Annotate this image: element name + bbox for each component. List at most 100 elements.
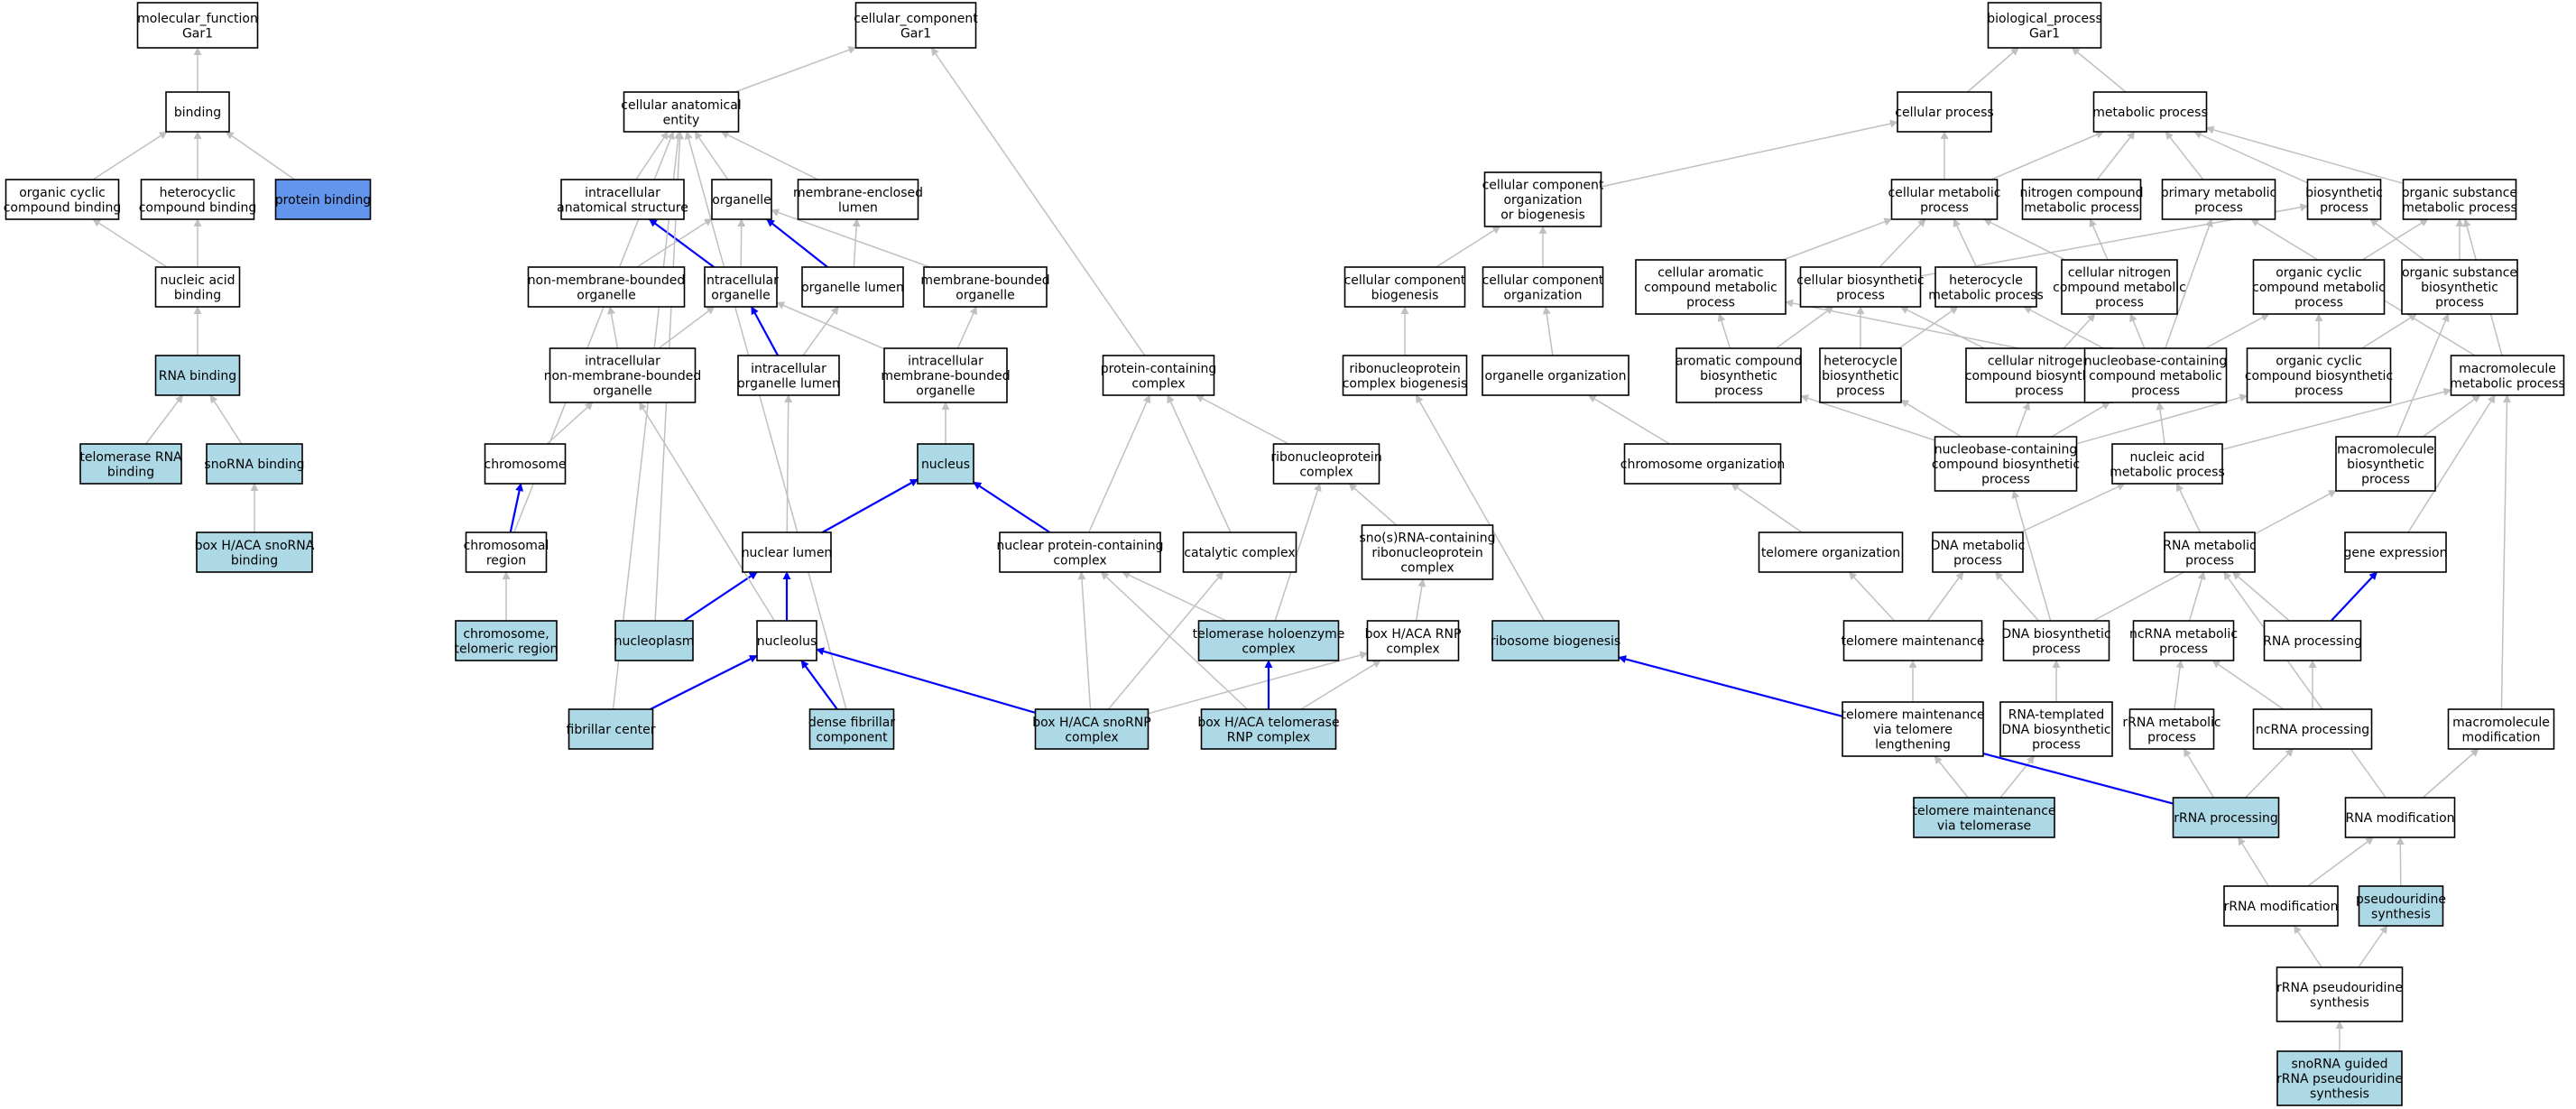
- node-orgorg[interactable]: organelle organization: [1482, 355, 1630, 396]
- node-label: metabolic process: [1928, 288, 2044, 302]
- node-rnaproc[interactable]: RNA processing: [2263, 620, 2362, 661]
- node-box: [737, 355, 840, 396]
- edge-nbmet-to-hetmet: [2023, 306, 2104, 349]
- node-rrnaproc[interactable]: rRNA processing: [2172, 797, 2280, 838]
- node-snornp[interactable]: sno(s)RNA-containingribonucleoproteincom…: [1359, 524, 1496, 580]
- node-binding[interactable]: binding: [165, 91, 230, 133]
- edge-macrobio-to-osubbio: [2396, 313, 2450, 438]
- node-prot_bind[interactable]: protein binding: [274, 179, 372, 220]
- node-label: organic cyclic: [19, 186, 106, 200]
- node-snorna_bind[interactable]: snoRNA binding: [204, 443, 305, 485]
- node-nucleolus[interactable]: nucleolus: [756, 620, 817, 661]
- node-rna_bind[interactable]: RNA binding: [154, 355, 241, 396]
- node-rrnamod[interactable]: rRNA modification: [2223, 885, 2339, 927]
- node-box: [1343, 266, 1466, 308]
- node-telorg[interactable]: telomere organization: [1758, 531, 1904, 573]
- node-organelle[interactable]: organelle: [711, 179, 772, 220]
- node-chromosome[interactable]: chromosome: [485, 443, 567, 485]
- node-nucleus[interactable]: nucleus: [917, 443, 974, 485]
- node-chromtel[interactable]: chromosome,telomeric region: [455, 620, 559, 661]
- node-cellproc[interactable]: cellular process: [1895, 91, 1994, 133]
- node-box: [2335, 436, 2436, 492]
- node-nucleoplasm[interactable]: nucleoplasm: [614, 620, 695, 661]
- node-chromorg[interactable]: chromosome organization: [1620, 443, 1785, 485]
- node-ol[interactable]: organelle lumen: [801, 266, 904, 308]
- node-label: process: [2294, 296, 2343, 310]
- node-telmaint[interactable]: telomere maintenance: [1841, 620, 1985, 661]
- edge-telholo-to-rnp: [1274, 483, 1322, 622]
- node-inmbo[interactable]: intracellularnon-membrane-boundedorganel…: [544, 347, 702, 403]
- node-rnamod[interactable]: RNA modification: [2344, 797, 2456, 838]
- node-ribobio[interactable]: ribosome biogenesis: [1491, 620, 1620, 661]
- node-box: [465, 531, 548, 573]
- edge-io-to-ias: [648, 218, 715, 268]
- node-nuclumen[interactable]: nuclear lumen: [742, 531, 833, 573]
- node-metproc[interactable]: metabolic process: [2092, 91, 2208, 133]
- node-ncrnaproc[interactable]: ncRNA processing: [2252, 708, 2373, 750]
- node-catcomp[interactable]: catalytic complex: [1182, 531, 1297, 573]
- node-fibcenter[interactable]: fibrillar center: [567, 708, 656, 750]
- node-geneexp[interactable]: gene expression: [2344, 531, 2448, 573]
